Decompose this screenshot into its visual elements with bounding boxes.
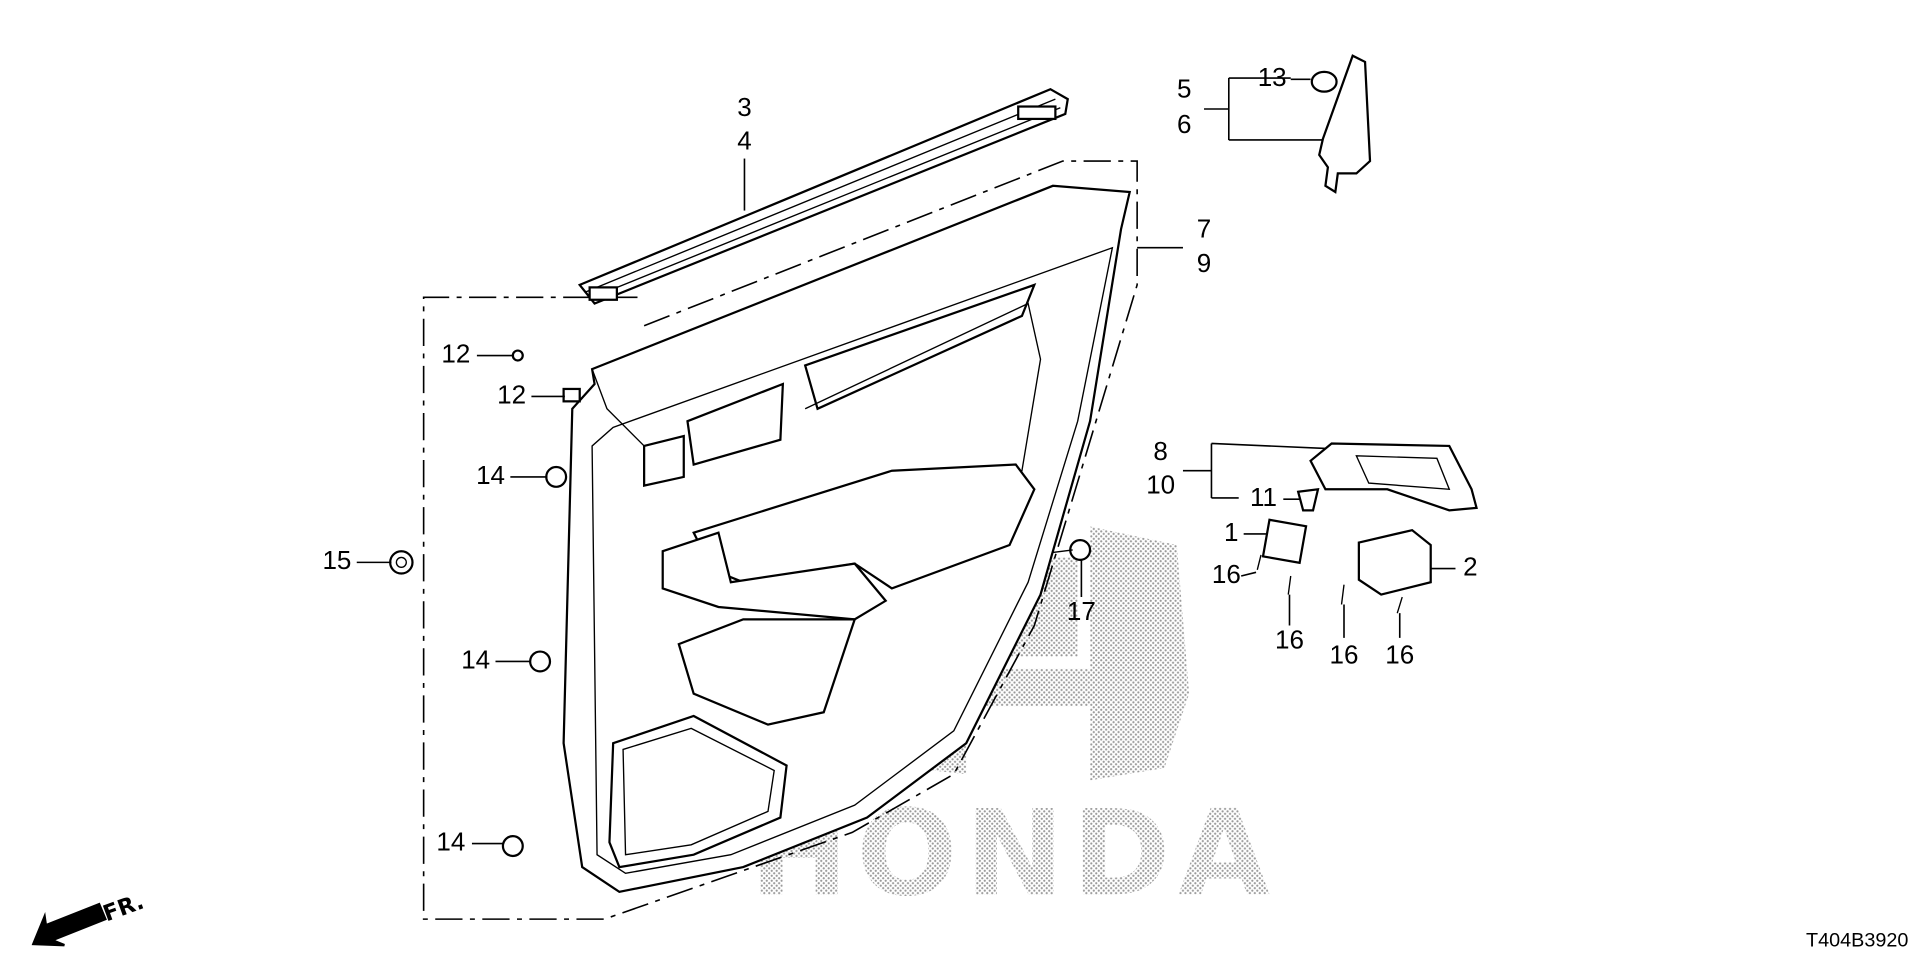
fasteners xyxy=(389,349,1403,858)
callout-8: 8 xyxy=(1153,436,1167,466)
callout-5: 5 xyxy=(1177,73,1191,103)
callout-16: 16 xyxy=(1385,639,1414,669)
diagram-code: T404B3920 xyxy=(1806,929,1908,951)
part-switch-2 xyxy=(1357,528,1432,596)
part-clip-11 xyxy=(1296,487,1320,512)
callout-16: 16 xyxy=(1330,639,1359,669)
callout-15: 15 xyxy=(322,545,351,575)
callout-14: 14 xyxy=(436,826,465,856)
callout-12: 12 xyxy=(441,338,470,368)
callout-4: 4 xyxy=(737,125,751,155)
part-switch-panel xyxy=(1309,442,1478,512)
front-direction-indicator: FR. xyxy=(31,889,148,947)
leader-lines xyxy=(356,77,1456,845)
callout-6: 6 xyxy=(1177,109,1191,139)
callout-14: 14 xyxy=(476,460,505,490)
part-corner-garnish xyxy=(1318,54,1372,194)
assembly-outline xyxy=(422,160,1138,920)
part-switch-1 xyxy=(1261,518,1308,565)
callout-12: 12 xyxy=(497,379,526,409)
part-clip-13 xyxy=(1310,70,1338,93)
callout-13: 13 xyxy=(1258,62,1287,92)
part-door-lining xyxy=(562,184,1132,894)
part-weatherstrip xyxy=(577,87,1069,305)
callout-16: 16 xyxy=(1212,559,1241,589)
callout-17: 17 xyxy=(1067,596,1096,626)
callout-11: 11 xyxy=(1250,482,1277,512)
callout-10: 10 xyxy=(1146,470,1175,500)
callout-3: 3 xyxy=(737,92,751,122)
callouts: 3 4 5 6 13 7 9 12 12 14 15 14 14 8 10 11… xyxy=(322,62,1477,856)
callout-1: 1 xyxy=(1224,517,1238,547)
callout-14: 14 xyxy=(461,644,490,674)
callout-16: 16 xyxy=(1275,625,1304,655)
callout-9: 9 xyxy=(1197,248,1211,278)
arrow-left-down-icon xyxy=(31,902,107,947)
callout-2: 2 xyxy=(1463,551,1477,581)
callout-7: 7 xyxy=(1197,213,1211,243)
front-label: FR. xyxy=(100,889,148,928)
